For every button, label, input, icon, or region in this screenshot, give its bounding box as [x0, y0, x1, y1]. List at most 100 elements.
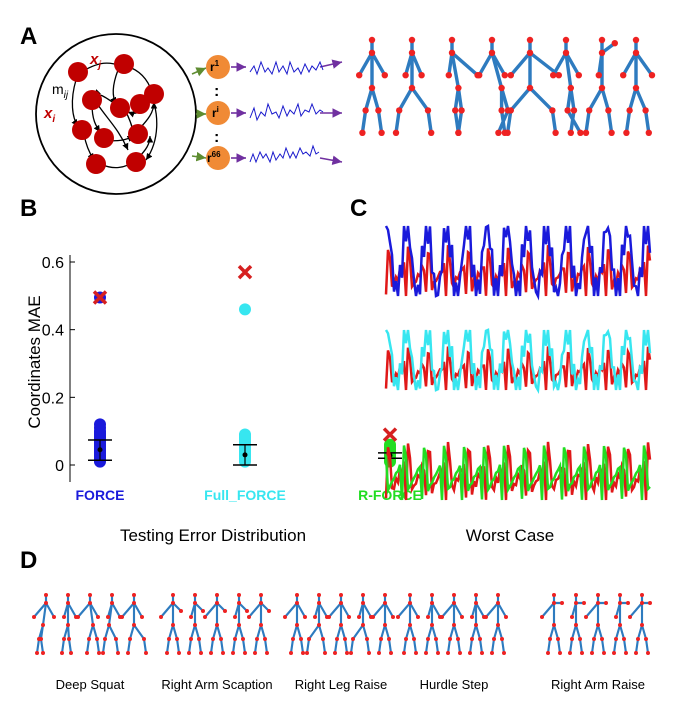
- node-label-xi: xi: [43, 105, 55, 125]
- readout-node: [206, 146, 230, 170]
- readout-label-66: r66: [207, 150, 221, 165]
- input-arrows: [191, 67, 207, 162]
- data-point: [239, 428, 251, 441]
- readout-units: r1 ri r66 : :: [206, 55, 230, 170]
- skeleton-figure: [203, 593, 227, 655]
- y-tick-label: 0.2: [42, 390, 64, 407]
- skeleton-figure: [612, 593, 630, 655]
- readout-signal-i: [249, 102, 324, 122]
- mean-marker: [242, 452, 248, 458]
- exercise-group: Deep Squat: [32, 593, 148, 692]
- skeleton-figure: [101, 593, 122, 655]
- y-tick-label: 0.4: [42, 323, 64, 340]
- skeleton-figure: [305, 593, 329, 655]
- skeleton-figure: [582, 36, 618, 136]
- panel-label-a: A: [20, 23, 37, 50]
- skeleton-figure: [371, 593, 395, 655]
- readout-arrows: [231, 59, 343, 166]
- skeleton-figure: [540, 593, 564, 655]
- predicted-trace: [384, 328, 652, 395]
- skeleton-figure: [327, 593, 351, 655]
- predicted-trace: [384, 445, 651, 501]
- readout-signal-1: [249, 60, 324, 76]
- panel-label-b: B: [20, 195, 37, 222]
- skeleton-figure: [159, 593, 183, 655]
- exercise-label: Deep Squat: [56, 677, 125, 692]
- skeleton-figure: [584, 593, 608, 655]
- data-point: [239, 303, 251, 316]
- node-label-xj: xj: [89, 51, 101, 71]
- skeleton-figure: [445, 36, 481, 136]
- data-point: [94, 418, 106, 431]
- ellipsis-top: :: [214, 83, 219, 100]
- readout-signal-66: [249, 144, 320, 164]
- reservoir-network: xj xi mij: [35, 33, 197, 195]
- worst-case-traces: [384, 223, 652, 501]
- exercise-label: Right Arm Raise: [551, 677, 645, 692]
- panel-c-caption: Worst Case: [466, 526, 555, 545]
- skeleton-figure: [283, 593, 307, 655]
- exercise-group: Right Leg Raise: [283, 593, 395, 692]
- skeleton-figure: [484, 593, 508, 655]
- skeleton-figure: [247, 593, 271, 655]
- panel-label-c: C: [350, 195, 367, 222]
- readout-node: [206, 101, 230, 125]
- skeleton-figure: [468, 593, 486, 655]
- predicted-trace: [384, 223, 652, 301]
- node: [86, 154, 106, 174]
- skeleton-figure: [120, 593, 148, 655]
- panel-b-caption: Testing Error Distribution: [120, 526, 306, 545]
- node: [94, 128, 114, 148]
- exercise-group: Right Arm Scaption: [159, 593, 273, 692]
- skeleton-figure: [32, 593, 56, 655]
- skeleton-figure: [628, 593, 652, 655]
- category-label: Full_FORCE: [204, 487, 286, 503]
- readout-label-1: r1: [210, 59, 220, 74]
- panel-label-d: D: [20, 547, 37, 574]
- exercise-label: Right Arm Scaption: [161, 677, 272, 692]
- ellipsis-bottom: :: [214, 129, 219, 146]
- skeleton-figure: [356, 36, 388, 136]
- skeleton-figure: [476, 36, 512, 136]
- worst-case-marker: [92, 290, 108, 305]
- skeleton-figure: [231, 593, 249, 655]
- weight-label-mij: mij: [52, 81, 69, 101]
- skeleton-figure: [620, 36, 656, 136]
- skeleton-figure: [76, 593, 101, 655]
- skeleton-figure: [550, 36, 584, 136]
- skeleton-figure: [392, 36, 435, 136]
- skeleton-figure: [424, 593, 442, 655]
- node: [110, 98, 130, 118]
- readout-label-i: ri: [212, 105, 219, 120]
- worst-case-marker: [382, 427, 398, 442]
- node: [82, 90, 102, 110]
- skeleton-figure: [349, 593, 373, 655]
- skeleton-figure: [440, 593, 464, 655]
- skeleton-figure: [187, 593, 205, 655]
- y-ticks: 00.20.40.6: [42, 255, 75, 475]
- category-label: FORCE: [76, 487, 125, 503]
- skeleton-figure: [568, 593, 586, 655]
- readout-signals: [249, 60, 324, 164]
- node: [128, 124, 148, 144]
- node: [144, 84, 164, 104]
- y-axis-label: Coordinates MAE: [25, 295, 44, 428]
- exercise-label: Hurdle Step: [420, 677, 489, 692]
- data-points: [88, 264, 402, 468]
- reference-trace: [384, 441, 652, 501]
- node: [72, 120, 92, 140]
- exercise-groups: Deep Squat Right Arm Scaption Right Leg Ra…: [32, 593, 652, 692]
- node: [68, 62, 88, 82]
- y-tick-label: 0: [55, 458, 64, 475]
- worst-case-marker: [237, 264, 253, 280]
- exercise-label: Right Leg Raise: [295, 677, 388, 692]
- node: [114, 54, 134, 74]
- skeleton-figure: [504, 36, 562, 136]
- skeleton-figure: [396, 593, 420, 655]
- reservoir-nodes: [68, 54, 164, 174]
- node: [126, 152, 146, 172]
- readout-node: [206, 55, 230, 79]
